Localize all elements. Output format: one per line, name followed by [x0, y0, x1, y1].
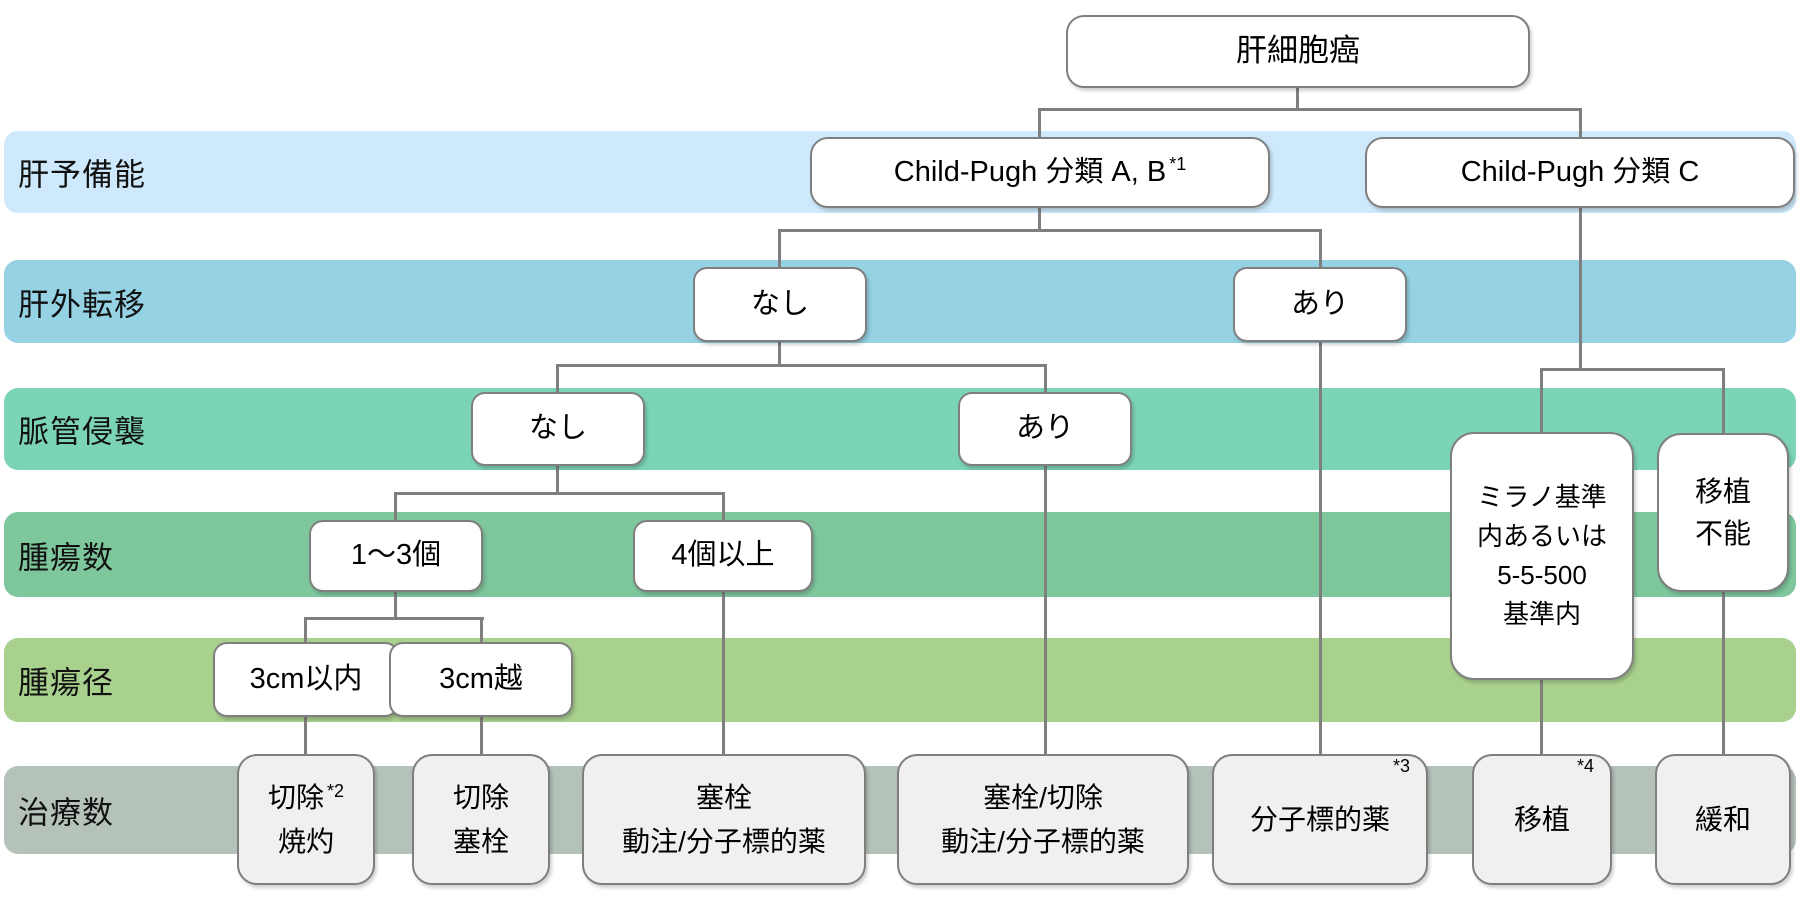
treatment-embolization-resection-line2: 動注/分子標的薬	[941, 825, 1145, 857]
treatment-transplant: *4 移植	[1472, 754, 1612, 885]
treatment-resection-embolization-line2: 塞栓	[452, 825, 509, 857]
node-vascular-present-label: あり	[1015, 412, 1074, 445]
connector	[556, 466, 559, 494]
treatment-palliative: 緩和	[1655, 754, 1791, 885]
connector	[722, 492, 725, 520]
connector	[778, 229, 1322, 232]
node-tumors-1-3-label: 1〜3個	[350, 539, 442, 572]
treatment-resection-ablation: 切除*2 焼灼	[237, 754, 375, 885]
node-tumors-4plus-label: 4個以上	[671, 539, 775, 572]
node-transplant-impossible-line1: 移植	[1694, 475, 1751, 507]
band-extrahepatic-metastasis: 肝外転移	[4, 260, 1796, 343]
treatment-embolization-arterial-molecular: 塞栓 動注/分子標的薬	[582, 754, 866, 885]
treatment-resection-ablation-line2: 焼灼	[277, 825, 334, 857]
node-tumors-1-3: 1〜3個	[309, 520, 483, 592]
node-milan-criteria: ミラノ基準 内あるいは 5-5-500 基準内	[1450, 432, 1634, 680]
treatment-resection-embolization: 切除 塞栓	[412, 754, 550, 885]
node-child-pugh-ab-label: Child-Pugh 分類 A, B	[893, 155, 1167, 188]
connector	[1038, 108, 1041, 137]
connector	[556, 364, 559, 392]
row-label-treatment: 治療数	[18, 795, 114, 831]
connector	[1044, 364, 1047, 392]
node-size-within-3cm: 3cm以内	[213, 642, 399, 717]
connector	[1579, 208, 1582, 370]
row-label-tumor-size: 腫瘍径	[18, 665, 114, 701]
node-child-pugh-c: Child-Pugh 分類 C	[1365, 137, 1795, 208]
connector	[1540, 368, 1543, 432]
node-size-within-3cm-label: 3cm以内	[249, 662, 363, 695]
footnote-mark-2: *2	[327, 780, 345, 801]
treatment-palliative-label: 緩和	[1694, 803, 1751, 835]
treatment-molecular-targeted-drug: *3 分子標的薬	[1212, 754, 1428, 885]
connector	[394, 592, 397, 619]
node-metastasis-present-label: あり	[1290, 287, 1349, 320]
row-label-vascular-invasion: 脈管侵襲	[18, 414, 146, 450]
treatment-embolization-resection-line1: 塞栓/切除	[983, 782, 1103, 814]
node-milan-line2: 内あるいは	[1476, 521, 1607, 551]
row-label-liver-reserve: 肝予備能	[18, 157, 146, 193]
node-child-pugh-c-label: Child-Pugh 分類 C	[1460, 155, 1700, 188]
connector	[1540, 680, 1543, 754]
node-transplant-impossible: 移植 不能	[1657, 433, 1789, 592]
connector	[1044, 466, 1047, 754]
treatment-molecular-targeted-drug-label: 分子標的薬	[1249, 803, 1390, 835]
connector	[556, 364, 1047, 367]
treatment-transplant-label: 移植	[1513, 803, 1570, 835]
connector	[1319, 342, 1322, 754]
connector	[394, 492, 397, 520]
connector	[1722, 368, 1725, 433]
node-vascular-none: なし	[471, 392, 645, 466]
treatment-resection-embolization-line1: 切除	[452, 782, 509, 814]
node-metastasis-present: あり	[1233, 267, 1407, 342]
connector	[1038, 108, 1582, 111]
connector	[778, 342, 781, 366]
connector	[304, 717, 307, 754]
row-label-tumor-number: 腫瘍数	[18, 540, 114, 575]
connector	[1540, 368, 1725, 371]
connector	[480, 717, 483, 754]
footnote-mark-1: *1	[1169, 154, 1187, 175]
connector	[304, 617, 307, 642]
node-tumors-4plus: 4個以上	[633, 520, 813, 592]
connector	[778, 229, 781, 267]
connector	[722, 592, 725, 754]
connector	[394, 492, 725, 495]
node-size-over-3cm: 3cm越	[389, 642, 573, 717]
connector	[480, 617, 483, 642]
node-transplant-impossible-line2: 不能	[1694, 517, 1751, 549]
treatment-embolization-line2: 動注/分子標的薬	[622, 825, 826, 857]
connector	[1579, 108, 1582, 137]
connector	[1722, 592, 1725, 754]
node-size-over-3cm-label: 3cm越	[439, 662, 523, 695]
connector	[1296, 88, 1299, 110]
node-metastasis-none: なし	[693, 267, 867, 342]
node-hcc: 肝細胞癌	[1066, 15, 1530, 88]
treatment-embolization-line1: 塞栓	[695, 782, 752, 814]
node-milan-line3: 5-5-500	[1497, 560, 1587, 590]
connector	[1319, 229, 1322, 267]
node-vascular-present: あり	[958, 392, 1132, 466]
connector	[1038, 208, 1041, 231]
node-metastasis-none-label: なし	[750, 287, 809, 320]
node-vascular-none-label: なし	[528, 412, 587, 445]
node-milan-line4: 基準内	[1502, 599, 1581, 629]
connector	[304, 617, 484, 620]
treatment-embolization-resection-arterial-molecular: 塞栓/切除 動注/分子標的薬	[897, 754, 1189, 885]
node-hcc-label: 肝細胞癌	[1236, 33, 1360, 69]
row-label-extrahepatic-metastasis: 肝外転移	[18, 287, 146, 322]
node-milan-line1: ミラノ基準	[1477, 482, 1607, 512]
node-child-pugh-ab: Child-Pugh 分類 A, B*1	[810, 137, 1270, 208]
treatment-resection-ablation-line1: 切除	[267, 782, 324, 814]
